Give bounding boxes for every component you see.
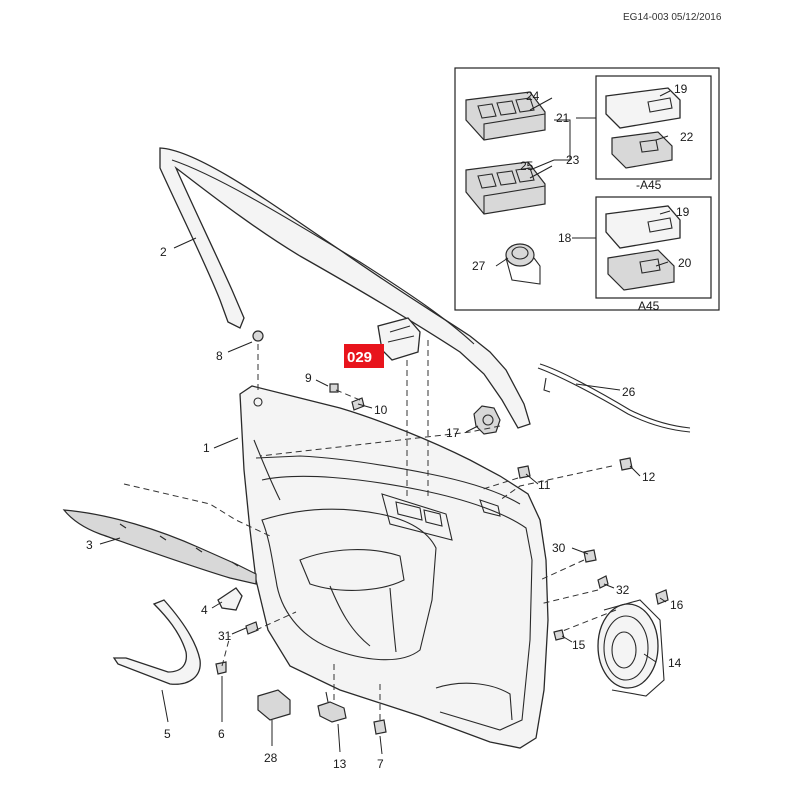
inset-outer-frame <box>454 67 720 311</box>
callout-8[interactable]: 8 <box>216 349 223 363</box>
callout-24[interactable]: 24 <box>526 89 540 103</box>
part-3-belt-trim-strip[interactable] <box>62 509 257 585</box>
callout-leaders <box>99 237 667 755</box>
callout-19-upper[interactable]: 19 <box>674 82 688 96</box>
part-8-clip[interactable] <box>252 330 264 342</box>
part-28-connector-block[interactable] <box>257 689 291 721</box>
variant-label-lower: A45 <box>638 299 660 313</box>
selected-part-label: 029 <box>347 349 372 366</box>
part-25-window-switch-pack[interactable] <box>465 161 546 215</box>
part-2-window-frame-moulding[interactable] <box>159 147 531 429</box>
callout-26[interactable]: 26 <box>622 385 636 399</box>
callout-7[interactable]: 7 <box>377 757 384 771</box>
callout-30[interactable]: 30 <box>552 541 566 555</box>
callout-1[interactable]: 1 <box>203 441 210 455</box>
callout-28[interactable]: 28 <box>264 751 278 765</box>
callout-5[interactable]: 5 <box>164 727 171 741</box>
callout-10[interactable]: 10 <box>374 403 388 417</box>
part-17-retainer-clip[interactable] <box>473 405 501 435</box>
part-19-switch-bezel-upper[interactable] <box>605 87 681 129</box>
selected-part-highlight[interactable]: 029 <box>344 344 384 368</box>
callout-27[interactable]: 27 <box>472 259 486 273</box>
part-16-screw[interactable] <box>655 589 669 605</box>
callout-2[interactable]: 2 <box>160 245 167 259</box>
callout-16[interactable]: 16 <box>670 598 684 612</box>
callout-15[interactable]: 15 <box>572 638 586 652</box>
inset-box-18 <box>595 196 712 299</box>
part-14-speaker[interactable] <box>597 599 665 697</box>
callout-9[interactable]: 9 <box>305 371 312 385</box>
part-13-clip[interactable] <box>317 691 347 723</box>
callout-21[interactable]: 21 <box>556 111 570 125</box>
part-24-window-switch-pack[interactable] <box>465 91 546 141</box>
part-19-switch-bezel-lower[interactable] <box>605 205 681 249</box>
callout-3[interactable]: 3 <box>86 538 93 552</box>
callout-6[interactable]: 6 <box>218 727 225 741</box>
assembly-dash-lines <box>123 340 617 720</box>
part-1-door-trim-panel[interactable] <box>239 385 549 749</box>
callout-18[interactable]: 18 <box>558 231 572 245</box>
part-6-screw[interactable] <box>215 661 227 675</box>
variant-label-upper: -A45 <box>636 178 662 192</box>
inset-box-21 <box>595 75 712 180</box>
part-4-trim-cap[interactable] <box>217 587 243 611</box>
part-029-switch-bracket[interactable] <box>377 317 421 361</box>
selected-part-badge[interactable] <box>344 344 384 368</box>
callout-20[interactable]: 20 <box>678 256 692 270</box>
callout-17[interactable]: 17 <box>446 426 460 440</box>
callout-labels: 1 2 3 4 5 6 7 8 9 10 11 12 13 14 15 16 1… <box>86 82 694 771</box>
callout-4[interactable]: 4 <box>201 603 208 617</box>
callout-25[interactable]: 25 <box>520 159 534 173</box>
callout-12[interactable]: 12 <box>642 470 656 484</box>
callout-13[interactable]: 13 <box>333 757 347 771</box>
part-27-mirror-switch[interactable] <box>505 243 541 285</box>
part-32-screw[interactable] <box>597 575 609 589</box>
part-31-clip[interactable] <box>245 621 259 635</box>
callout-14[interactable]: 14 <box>668 656 682 670</box>
part-26-weather-strip[interactable] <box>537 363 691 433</box>
callout-32[interactable]: 32 <box>616 583 630 597</box>
callout-22[interactable]: 22 <box>680 130 694 144</box>
part-30-clip[interactable] <box>583 549 597 563</box>
part-15-screw[interactable] <box>553 629 565 641</box>
document-reference: EG14-003 05/12/2016 <box>623 12 722 23</box>
callout-23[interactable]: 23 <box>566 153 580 167</box>
part-7-retainer[interactable] <box>373 719 387 735</box>
callout-31[interactable]: 31 <box>218 629 232 643</box>
part-20-single-window-switch[interactable] <box>607 249 675 291</box>
callout-11[interactable]: 11 <box>538 478 551 492</box>
switch-inset-panel <box>454 67 720 311</box>
part-22-single-window-switch[interactable] <box>611 131 673 169</box>
part-12-clip[interactable] <box>619 457 633 471</box>
callout-19-lower[interactable]: 19 <box>676 205 690 219</box>
part-5-pull-handle-trim[interactable] <box>112 599 201 685</box>
